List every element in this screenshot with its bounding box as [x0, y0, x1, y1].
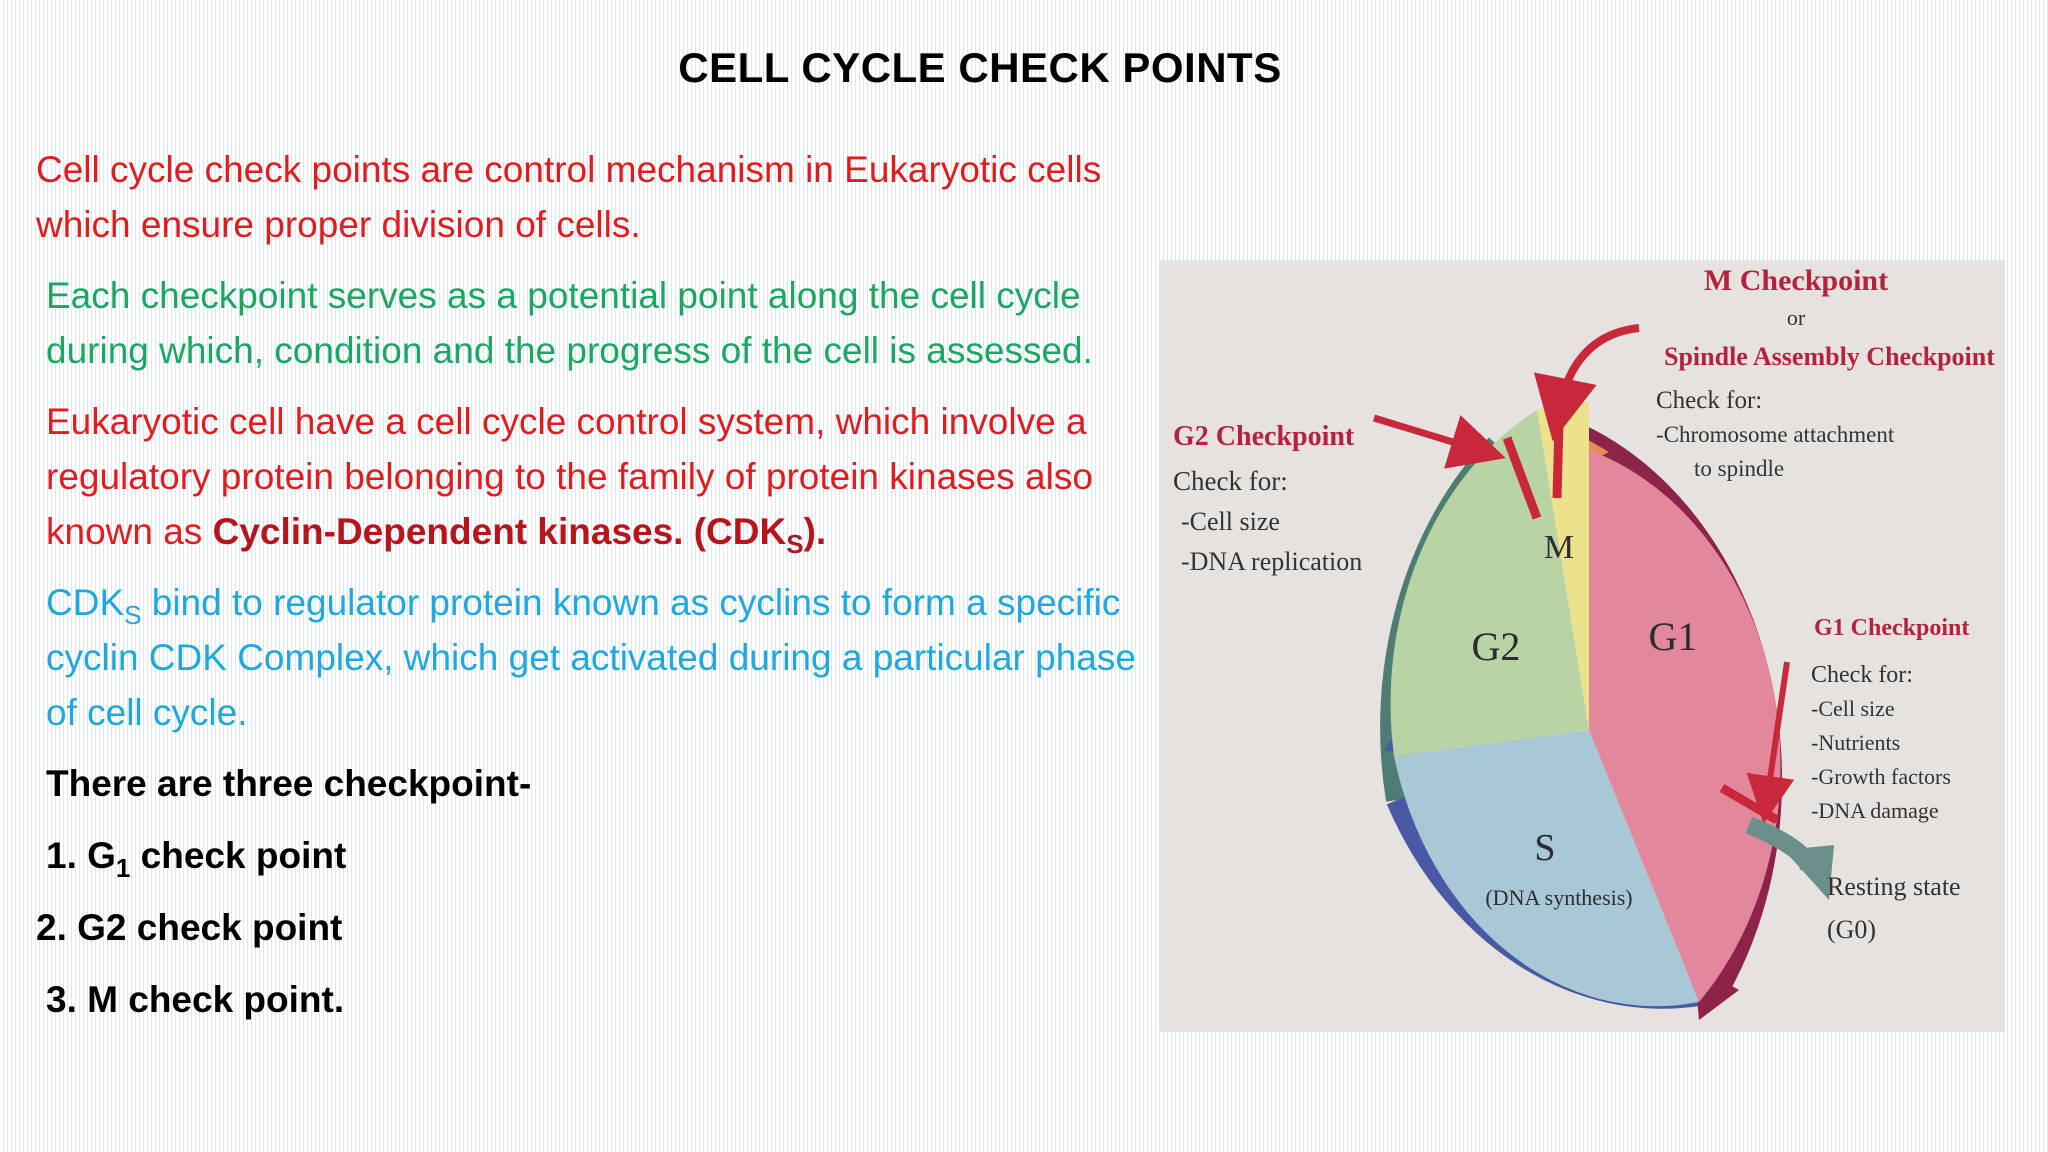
m-checkpoint-spindle: Spindle Assembly Checkpoint — [1664, 342, 1995, 371]
resting-state-label: Resting state — [1827, 872, 1961, 901]
m-checkpoint-or: or — [1787, 305, 1806, 330]
list-item-g1-prefix: 1. G — [46, 835, 116, 876]
list-item-g2: 2. G2 check point — [36, 907, 343, 948]
cdk-cyclin-paragraph: CDKS bind to regulator protein known as … — [36, 575, 1146, 740]
g2-checkpoint-bar — [1502, 436, 1542, 520]
checkpoint-list-intro: There are three checkpoint- — [46, 763, 532, 804]
g1-check-for: Check for: — [1811, 662, 1913, 688]
intro-paragraph: Cell cycle check points are control mech… — [36, 149, 1102, 245]
g1-check-item-4: -DNA damage — [1811, 798, 1939, 823]
cdk-cyclin-text: bind to regulator protein known as cycli… — [46, 582, 1136, 733]
cdk-term-end: ). — [803, 511, 827, 552]
phase-m-sector — [1537, 402, 1589, 730]
cdk-term: Cyclin-Dependent kinases. (CDKS). — [212, 511, 827, 557]
cdk-label: CDK — [46, 582, 125, 623]
m-check-for: Check for: — [1656, 387, 1762, 414]
list-item-g1-sub: 1 — [115, 853, 131, 883]
g2-check-item-1: -Cell size — [1181, 507, 1280, 536]
slide-title: CELL CYCLE CHECK POINTS — [678, 44, 1282, 91]
g2-check-for: Check for: — [1173, 466, 1288, 496]
phase-s-sublabel: (DNA synthesis) — [1485, 885, 1632, 910]
list-item-m: 3. M check point. — [46, 979, 345, 1020]
g1-checkpoint-arrow — [1746, 661, 1795, 824]
phase-m-label: M — [1544, 529, 1574, 566]
m-checkpoint-bar — [1552, 422, 1564, 499]
m-check-item-1: -Chromosome attachment — [1656, 422, 1895, 447]
g1-check-item-2: -Nutrients — [1811, 730, 1900, 755]
m-check-item-2: to spindle — [1694, 456, 1784, 481]
g1-check-item-1: -Cell size — [1811, 696, 1895, 721]
checkpoint-definition-paragraph: Each checkpoint serves as a potential po… — [46, 275, 1093, 371]
g1-check-item-3: -Growth factors — [1811, 764, 1951, 789]
control-system-text: Eukaryotic cell have a cell cycle contro… — [46, 401, 1093, 552]
phase-g2-sector — [1390, 410, 1589, 756]
cdk-term-text: Cyclin-Dependent kinases. (CDK — [212, 511, 787, 552]
phase-s-label: S — [1534, 827, 1555, 869]
cell-cycle-diagram-svg: M G1 G2 S (DNA synthesis) M Checkpoint o… — [1173, 264, 1995, 1020]
phase-s-sector — [1394, 730, 1699, 1007]
control-system-paragraph: Eukaryotic cell have a cell cycle contro… — [36, 394, 1146, 559]
g2-check-item-2: -DNA replication — [1181, 547, 1362, 576]
text-column: Cell cycle check points are control mech… — [36, 142, 1146, 1044]
cell-cycle-diagram: M G1 G2 S (DNA synthesis) M Checkpoint o… — [1159, 260, 2005, 1032]
phase-g1-sector — [1589, 450, 1781, 1002]
g2-checkpoint-arrow — [1372, 414, 1506, 469]
cdk-term-sub: S — [786, 529, 804, 559]
resting-state-arrowhead — [1784, 845, 1834, 900]
phase-g2-label: G2 — [1472, 624, 1521, 669]
phase-g1-label: G1 — [1649, 614, 1698, 659]
g2-checkpoint-title: G2 Checkpoint — [1173, 421, 1355, 452]
list-item-g1-suffix: check point — [130, 835, 347, 876]
resting-state-g0: (G0) — [1827, 915, 1876, 944]
m-checkpoint-title: M Checkpoint — [1704, 264, 1888, 297]
cdk-label-sub: S — [124, 600, 142, 630]
list-item-g1: 1. G1 check point — [36, 828, 1146, 883]
m-checkpoint-arrow — [1533, 324, 1640, 442]
g1-checkpoint-title: G1 Checkpoint — [1814, 615, 1969, 641]
